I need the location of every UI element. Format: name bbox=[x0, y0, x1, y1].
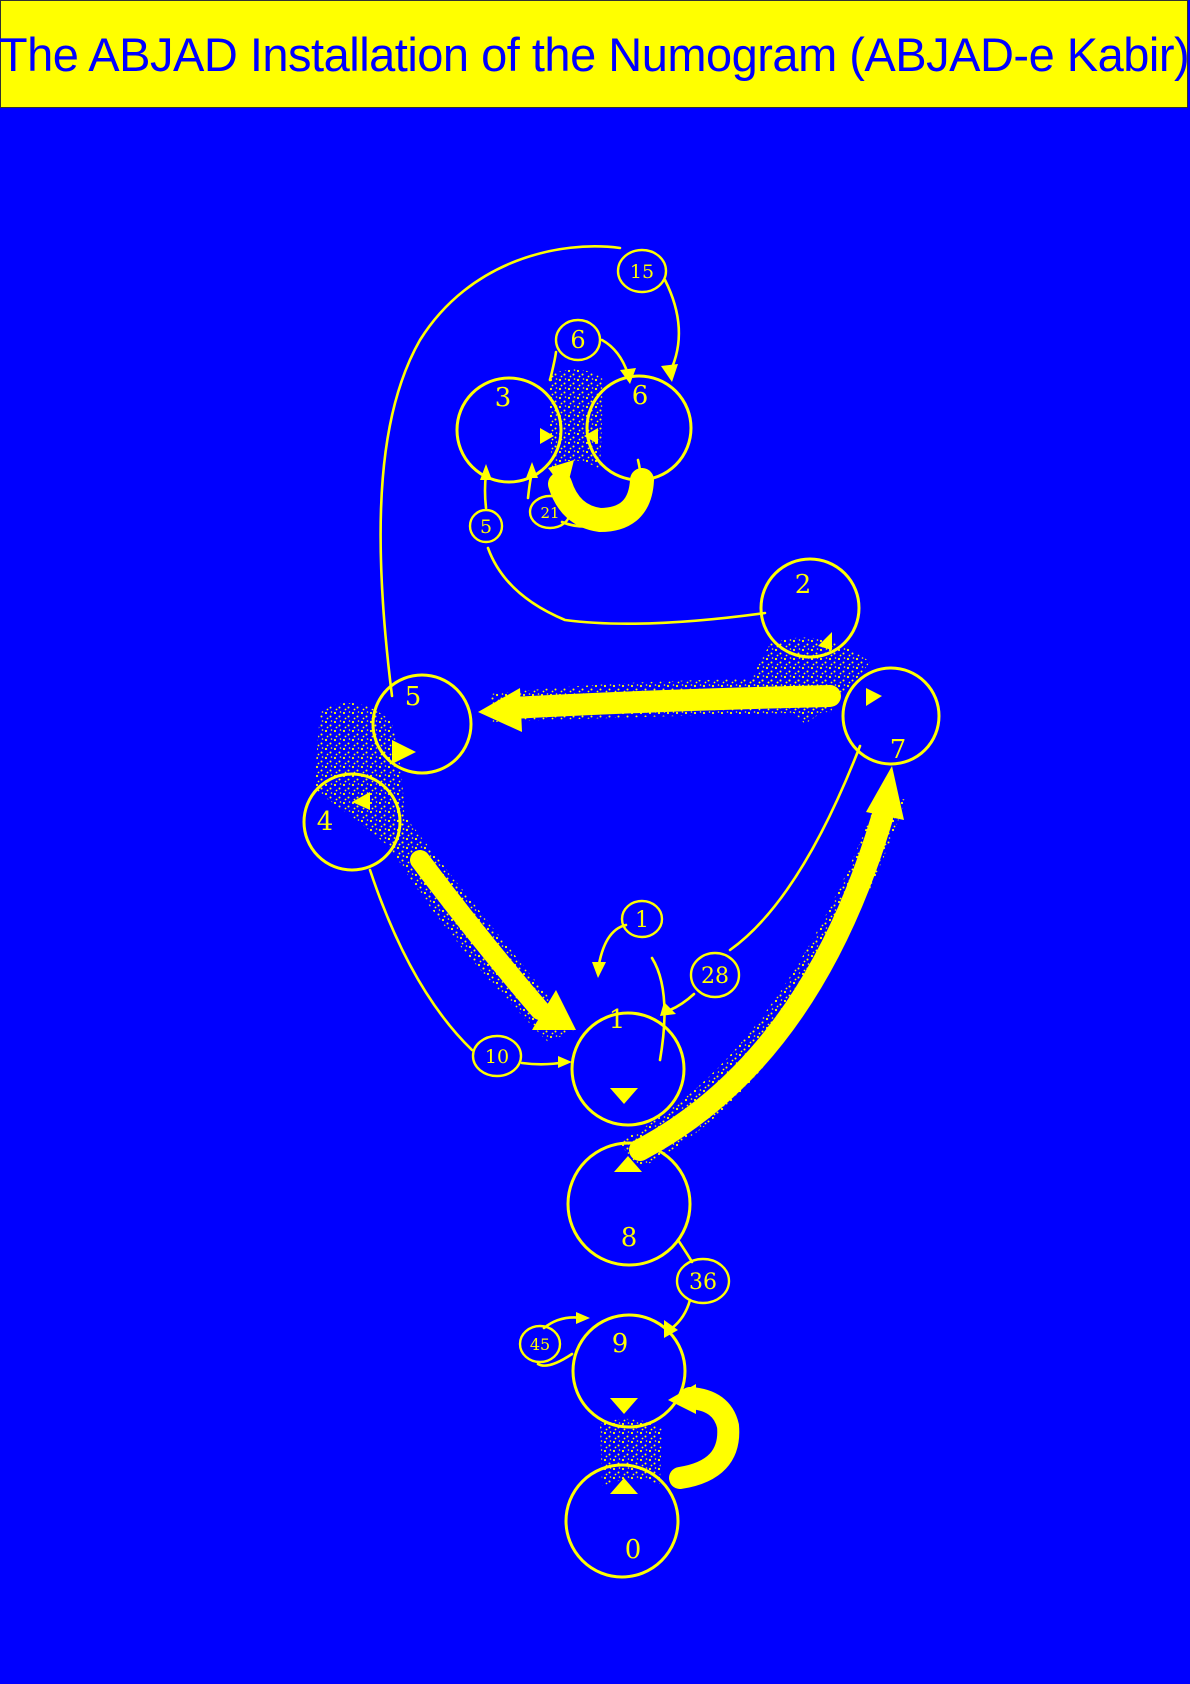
arrowhead-36-to-9 bbox=[664, 1320, 678, 1338]
gate-marker-0 bbox=[610, 1478, 638, 1494]
gate-marker-7 bbox=[866, 688, 882, 706]
zone-label-5: 5 bbox=[405, 682, 422, 712]
zone-6 bbox=[585, 374, 693, 482]
edge-15-to-6 bbox=[663, 278, 681, 374]
edge-6-label-to-6 bbox=[600, 338, 630, 376]
flow-4-to-1 bbox=[410, 850, 550, 1020]
edge-4-to-1-via-10 bbox=[368, 868, 474, 1052]
edge-5-to-6-via-15 bbox=[379, 245, 622, 698]
zone-2 bbox=[759, 557, 861, 659]
gate-marker-8 bbox=[614, 1156, 642, 1172]
flow-arrowhead-9 bbox=[668, 1384, 696, 1414]
arrowhead-self-loop-1 bbox=[592, 962, 606, 978]
edge-2-to-3-via-5 bbox=[486, 546, 767, 625]
edge-36-to-9 bbox=[670, 1298, 692, 1330]
arrowhead-10-to-1 bbox=[558, 1056, 572, 1068]
arrowhead-15-to-6 bbox=[661, 364, 678, 382]
flow-6-to-3-curl bbox=[548, 468, 654, 533]
edge-9-self-loop-45 bbox=[536, 1352, 574, 1367]
flow-0-to-9-curl bbox=[669, 1387, 740, 1489]
flow-arrowhead-3 bbox=[548, 460, 574, 492]
edge-label-6: 6 bbox=[570, 326, 585, 354]
edge-label-ring-6 bbox=[554, 318, 602, 362]
title-bar: The ABJAD Installation of the Numogram (… bbox=[0, 0, 1190, 108]
gate-marker-9 bbox=[610, 1398, 638, 1414]
thick-flows bbox=[410, 460, 904, 1489]
edge-label-ring-21 bbox=[528, 494, 572, 530]
zone-label-3: 3 bbox=[495, 383, 512, 413]
zone-label-9: 9 bbox=[612, 1329, 629, 1359]
edge-label-ring-15 bbox=[616, 248, 668, 294]
zone-3 bbox=[455, 376, 563, 484]
flow-arrowhead-5 bbox=[478, 688, 522, 732]
zone-label-0: 0 bbox=[625, 1535, 642, 1565]
zone-label-7: 7 bbox=[890, 735, 907, 765]
stipple-gate-5-4 bbox=[314, 703, 405, 860]
zone-label-6: 6 bbox=[632, 381, 649, 411]
zone-label-2: 2 bbox=[795, 570, 812, 600]
zone-1 bbox=[570, 1011, 686, 1127]
gate-marker-6 bbox=[584, 428, 598, 444]
edge-label-ring-36 bbox=[675, 1257, 731, 1305]
gate-marker-4 bbox=[352, 792, 370, 810]
edge-label-36: 36 bbox=[689, 1270, 717, 1295]
edge-label-ring-1 bbox=[620, 899, 664, 939]
gate-marker-5 bbox=[392, 740, 416, 764]
flow-arrowhead-1 bbox=[532, 990, 576, 1030]
zone-labels: 3 6 2 5 7 4 1 8 9 0 bbox=[317, 381, 907, 1565]
zone-0 bbox=[564, 1463, 680, 1579]
zones bbox=[302, 374, 941, 1579]
edge-label-28: 28 bbox=[701, 964, 729, 989]
arrowhead-28-to-1 bbox=[660, 1002, 676, 1016]
edge-label-15: 15 bbox=[630, 261, 654, 283]
gate-marker-2 bbox=[818, 632, 832, 650]
edge-label-ring-28 bbox=[689, 951, 741, 999]
gate-markers bbox=[352, 428, 882, 1494]
gate-marker-3 bbox=[540, 428, 554, 444]
edge-3-to-6-via-6 bbox=[548, 350, 558, 382]
flow-arrowhead-7 bbox=[866, 766, 904, 820]
zone-label-4: 4 bbox=[317, 807, 334, 837]
zone-7 bbox=[841, 666, 941, 766]
edge-label-ring-5 bbox=[468, 508, 504, 544]
flow-8-to-7 bbox=[629, 807, 893, 1161]
edge-label-45: 45 bbox=[530, 1335, 550, 1354]
edge-label-ring-45 bbox=[518, 1324, 562, 1364]
edge-label-10: 10 bbox=[485, 1046, 509, 1068]
edge-label-5: 5 bbox=[480, 516, 492, 538]
edge-label-ring-10 bbox=[471, 1034, 523, 1078]
edge-labels: 15 6 21 5 1 28 10 36 45 bbox=[480, 261, 729, 1354]
edge-7-to-1-via-28 bbox=[728, 744, 862, 952]
edge-label-1: 1 bbox=[635, 908, 649, 933]
flow-7-to-5 bbox=[501, 685, 841, 719]
edge-8-to-9-via-36 bbox=[676, 1238, 694, 1264]
zone-5 bbox=[371, 673, 473, 775]
zone-4 bbox=[302, 772, 402, 872]
zone-8 bbox=[566, 1141, 692, 1267]
edge-lines bbox=[368, 245, 862, 1367]
zone-label-1: 1 bbox=[609, 1005, 626, 1035]
gate-marker-1 bbox=[610, 1088, 638, 1104]
zone-9 bbox=[571, 1313, 687, 1429]
numogram-diagram: 3 6 2 5 7 4 1 8 9 0 15 6 21 5 bbox=[302, 245, 941, 1579]
edge-label-rings bbox=[468, 248, 741, 1364]
page-title: The ABJAD Installation of the Numogram (… bbox=[0, 27, 1190, 81]
arrowhead-45-to-9 bbox=[576, 1312, 590, 1324]
zone-label-8: 8 bbox=[621, 1223, 638, 1253]
edge-1-self-loop bbox=[650, 956, 666, 1062]
edge-28-to-1 bbox=[668, 992, 696, 1012]
edge-label-21: 21 bbox=[540, 504, 559, 522]
